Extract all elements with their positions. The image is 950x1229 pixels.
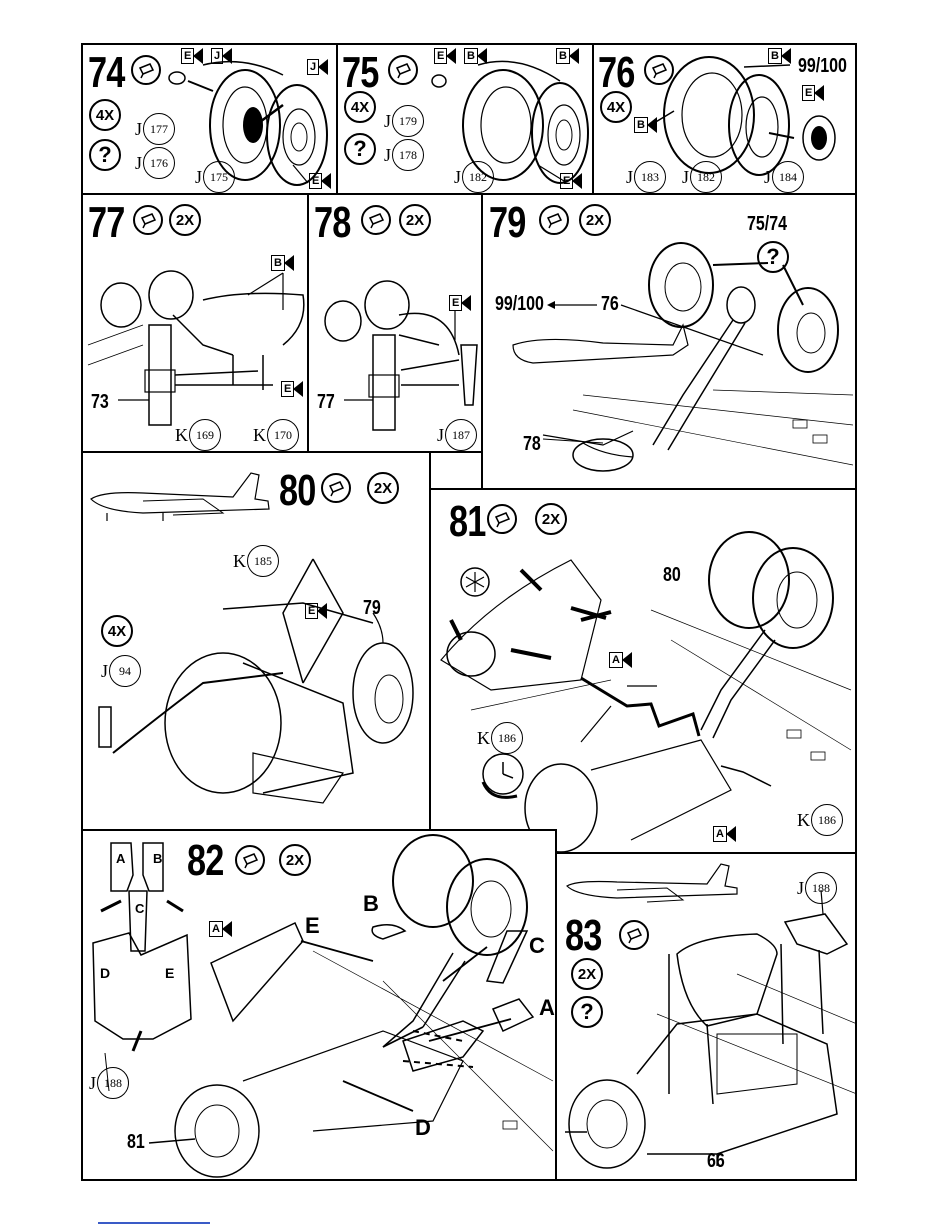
- nacelle-assembly-illustration: [83, 453, 431, 831]
- wheel-assembly-illustration: [338, 45, 594, 195]
- page-footer-rule: [98, 1222, 210, 1224]
- wheel-assembly-illustration: [594, 45, 857, 195]
- gear-installation-illustration: [431, 490, 857, 854]
- step-75-panel: 75 4X ? J179 J178 J182 E B B E: [336, 43, 594, 195]
- landing-gear-illustration: [83, 195, 309, 453]
- nacelle-gear-illustration: [483, 195, 857, 490]
- landing-gear-illustration: [309, 195, 483, 453]
- step-79-panel: 79 2X 75/74 ? 99/100 76 78: [481, 193, 857, 490]
- gear-door-illustration: [83, 831, 557, 1181]
- nacelle-cover-illustration: [557, 854, 857, 1181]
- wheel-assembly-illustration: [83, 45, 338, 195]
